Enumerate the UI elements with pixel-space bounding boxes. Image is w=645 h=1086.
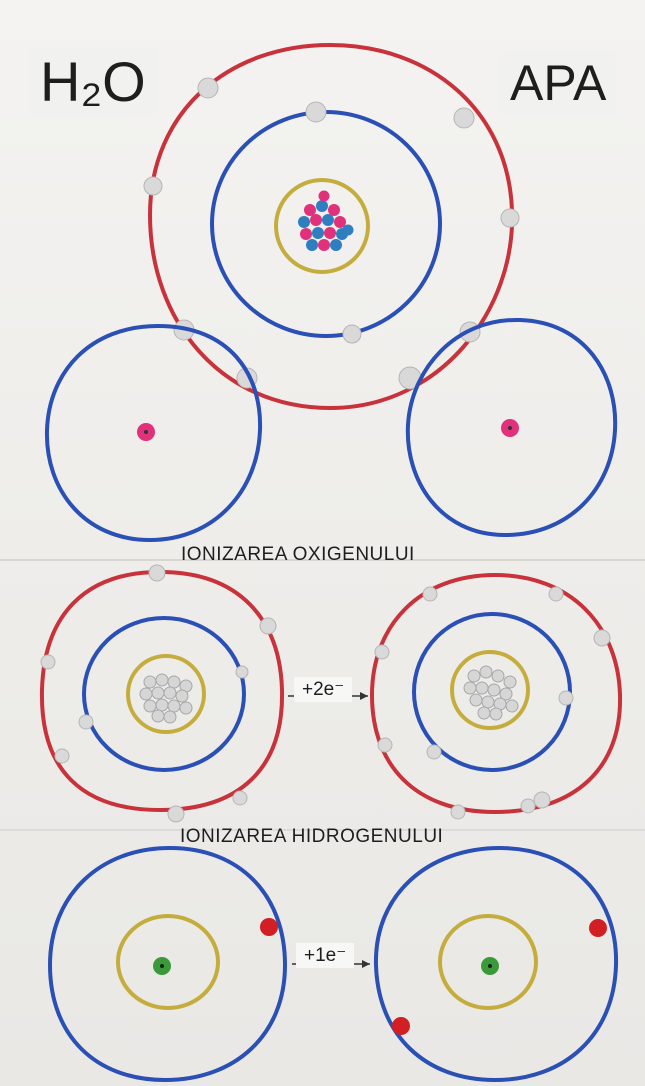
water-molecule: [47, 45, 615, 540]
hydrogen-ion-electron: [589, 919, 607, 937]
hydrogen-atom-electron: [260, 918, 278, 936]
oxygen-nucleus: [298, 191, 354, 252]
hydrogen-ion-electron: [392, 1017, 410, 1035]
oxide-ion-nucleus: [464, 666, 518, 720]
hydrogen-electron-gain-label: +1e⁻: [296, 943, 354, 968]
molecule-formula-label: H₂O: [30, 48, 156, 116]
oxygen-outer-shell: [150, 45, 512, 408]
oxygen-atom-nucleus: [140, 674, 192, 723]
molecule-name-label: APA: [500, 52, 616, 114]
hydrogen-ionization-heading: IONIZAREA HIDROGENULUI: [172, 823, 451, 850]
oxygen-ionization-heading: IONIZAREA OXIGENULUI: [173, 541, 423, 568]
oxygen-electron-gain-label: +2e⁻: [294, 677, 352, 702]
